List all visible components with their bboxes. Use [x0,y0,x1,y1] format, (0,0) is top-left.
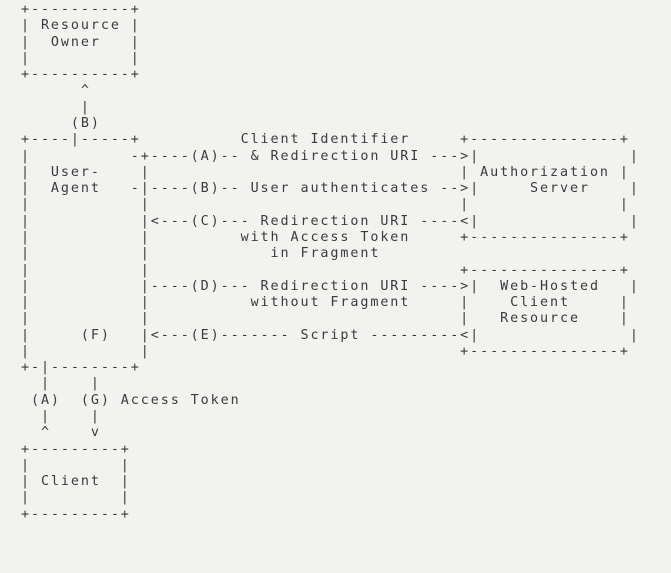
ascii-art-diagram: +----------+ | Resource | | Owner | | | … [20,2,640,522]
